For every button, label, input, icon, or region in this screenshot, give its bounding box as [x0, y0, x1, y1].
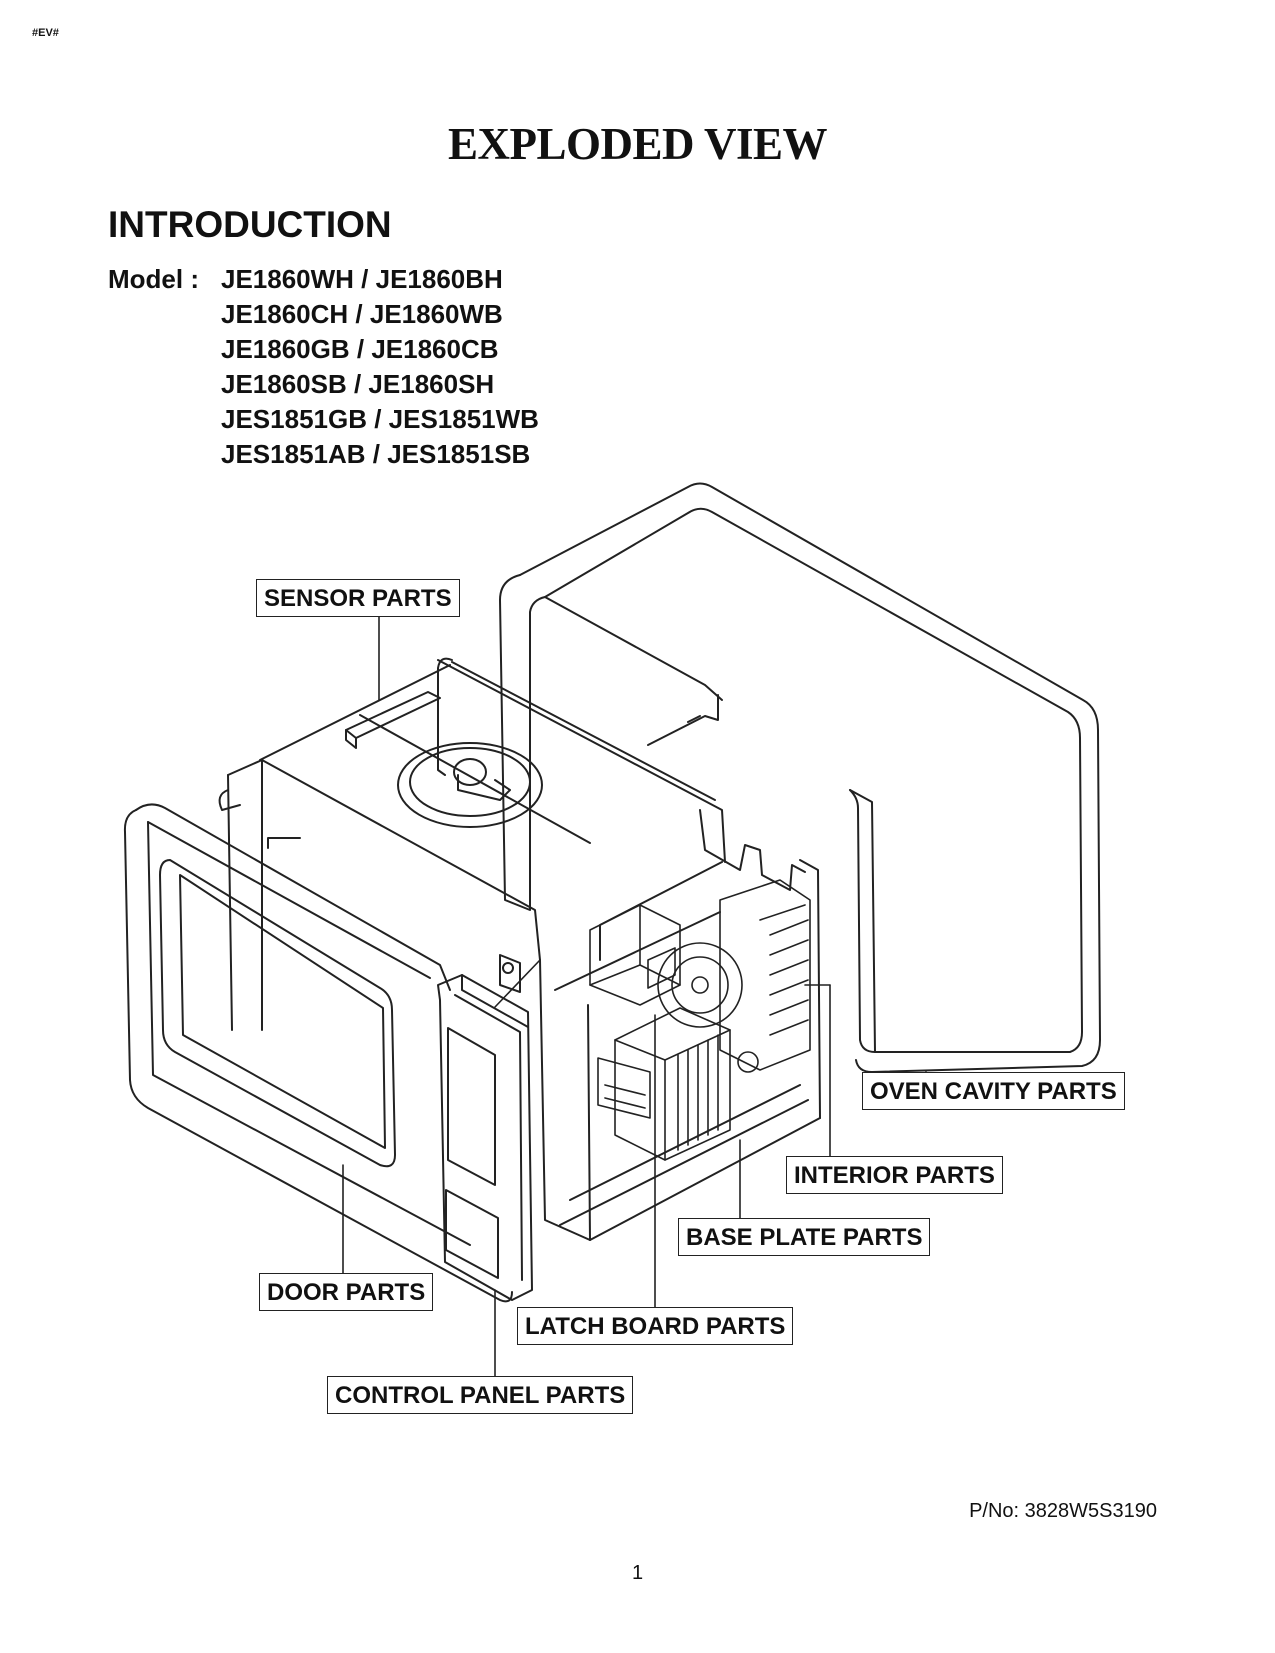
model-line: JE1860GB / JE1860CB	[221, 334, 499, 364]
door-assembly	[123, 803, 513, 1303]
section-heading: INTRODUCTION	[108, 204, 392, 245]
document-tag: #EV#	[32, 27, 59, 39]
control-panel-assembly	[437, 954, 533, 1301]
interior-parts-label: INTERIOR PARTS	[786, 1156, 1003, 1194]
internal-components	[589, 879, 811, 1161]
base-plate-parts-label: BASE PLATE PARTS	[678, 1218, 931, 1256]
part-number: P/No: 3828W5S3190	[969, 1500, 1157, 1522]
page-number: 1	[631, 1562, 644, 1584]
outer-cabinet	[499, 482, 1101, 1073]
model-line: JE1860SB / JE1860SH	[221, 369, 495, 399]
model-list: Model : JE1860WH / JE1860BH JE1860CH / JE…	[108, 262, 539, 472]
page-title: EXPLODED VIEW	[448, 119, 828, 169]
model-line: JES1851GB / JES1851WB	[221, 404, 539, 434]
model-line: JE1860CH / JE1860WB	[221, 299, 503, 329]
door-parts-label: DOOR PARTS	[259, 1273, 434, 1311]
model-line: JE1860WH / JE1860BH	[221, 264, 503, 294]
model-line: JES1851AB / JES1851SB	[221, 439, 531, 469]
inner-chassis	[218, 657, 821, 1241]
model-label: Model :	[108, 264, 199, 294]
leader-lines	[342, 616, 927, 1384]
oven-cavity-parts-label: OVEN CAVITY PARTS	[862, 1072, 1125, 1110]
sensor-parts-label: SENSOR PARTS	[256, 579, 460, 617]
control-panel-parts-label: CONTROL PANEL PARTS	[327, 1376, 634, 1414]
latch-board-parts-label: LATCH BOARD PARTS	[517, 1307, 794, 1345]
